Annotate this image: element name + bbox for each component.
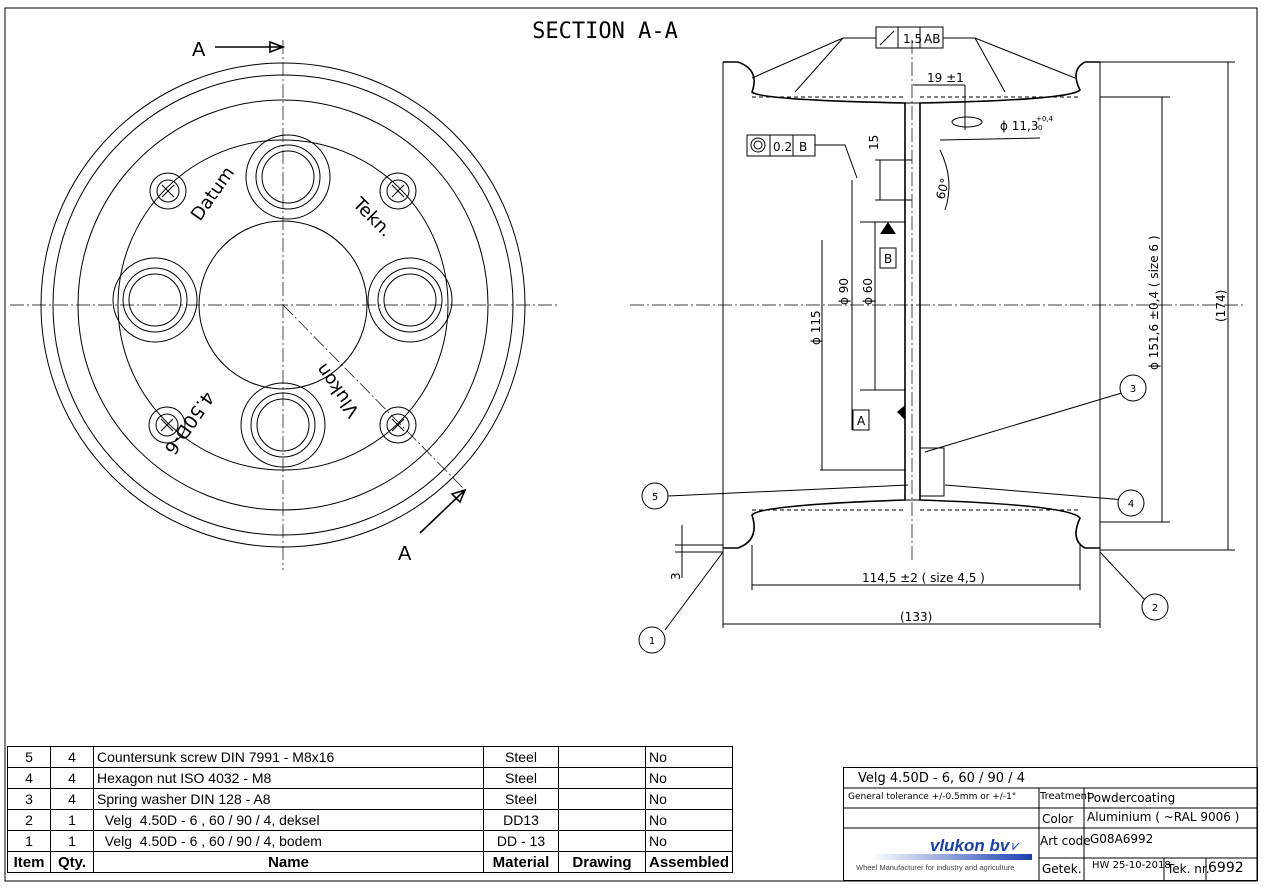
treatment-value: Powdercoating [1087,791,1176,805]
dim-center-bore: ϕ 60 [861,278,875,305]
front-view: Datum Tekn. 4.50D-6 Vlukon A A [10,39,560,570]
logo-bar [872,854,1032,860]
dim-chamfer-angle: 60° [933,177,952,201]
dim-overall-dia: (174) [1214,290,1228,322]
disc-section [904,102,921,501]
concentricity-icon [750,137,766,153]
balloon-1: 1 [649,636,655,647]
drawing-border [4,7,1258,882]
rim-outer-circle [40,62,526,548]
section-arrow-top [215,40,286,54]
balloons: 1 2 3 4 5 [638,374,1169,654]
datum-a-label: A [857,414,866,428]
gdt-runout-frame: 1.5 AB [751,26,1076,93]
artcode-value: G08A6992 [1090,832,1154,846]
section-cut-line [282,304,466,491]
dim-rim-width: 114,5 ±2 ( size 4,5 ) [862,571,985,585]
rim-bead-circle [77,99,489,511]
company-tagline: Wheel Manufacturer for industry and agri… [856,863,1015,872]
dim-flange-thk: 3 [669,572,683,580]
svg-text:+0,4: +0,4 [1036,115,1054,123]
bolt-hole-right [367,257,453,343]
dim-hub-height: 15 [867,135,881,150]
engraving-tekn: Tekn. [348,193,396,241]
balloon-4: 4 [1128,499,1134,510]
bolt-hole-left [112,257,198,343]
section-arrow-bottom [419,488,467,534]
svg-text:B: B [799,140,807,154]
nut-washer-assembly [919,447,945,497]
title-block: Velg 4.50D - 6, 60 / 90 / 4 General tole… [843,767,1258,881]
engraving-datum: Datum [187,163,239,225]
section-label-bottom: A [398,543,412,565]
drawing-number: 6992 [1208,860,1244,876]
rim-flange-circle [52,74,514,536]
balloon-5: 5 [652,492,658,503]
gdt-concentricity-frame: 0.2 B [746,134,858,179]
dim-pcd-outer: ϕ 115 [809,310,823,345]
dim-bolt-circle: ϕ 90 [837,278,851,305]
color-value: Aluminium ( ~RAL 9006 ) [1087,810,1240,824]
small-bolt-holes [148,172,417,444]
dim-hub-offset: 19 ±1 [927,71,964,85]
dim-overall-width: (133) [900,610,932,624]
svg-text:0: 0 [1038,124,1042,132]
bolt-hole-bottom [240,382,326,468]
logo-mark-icon: ⩗ [1012,838,1020,854]
general-tolerance: General tolerance +/-0.5mm or +/-1° [848,792,1017,802]
balloon-3: 3 [1130,384,1136,395]
part-title: Velg 4.50D - 6, 60 / 90 / 4 [858,771,1025,786]
dim-hole-dia: ϕ 11,3 [1000,119,1038,133]
engraving-size: 4.50D-6 [160,387,218,458]
svg-text:AB: AB [924,32,940,46]
disc-circle [117,139,449,471]
section-label-top: A [192,39,206,61]
dim-bead-dia: ϕ 151,6 ±0,4 ( size 6 ) [1147,235,1161,370]
valve-hole [951,116,983,128]
bolt-hole-top [245,134,331,220]
runout-arrow-icon [879,30,895,46]
drawn-by-date: HW 25-10-2018 [1092,860,1171,871]
datum-b-label: B [884,252,892,266]
large-bolt-holes [112,134,453,468]
svg-text:0.2: 0.2 [773,140,792,154]
svg-text:1.5: 1.5 [903,32,922,46]
company-logo: vlukon bv [930,836,1010,855]
center-bore-circle [198,220,368,390]
section-title: SECTION A-A [532,19,678,44]
section-view: 1.5 AB 0.2 B 19 ±1 ϕ 11,3 +0,4 0 15 60° … [630,26,1245,654]
balloon-2: 2 [1152,603,1158,614]
